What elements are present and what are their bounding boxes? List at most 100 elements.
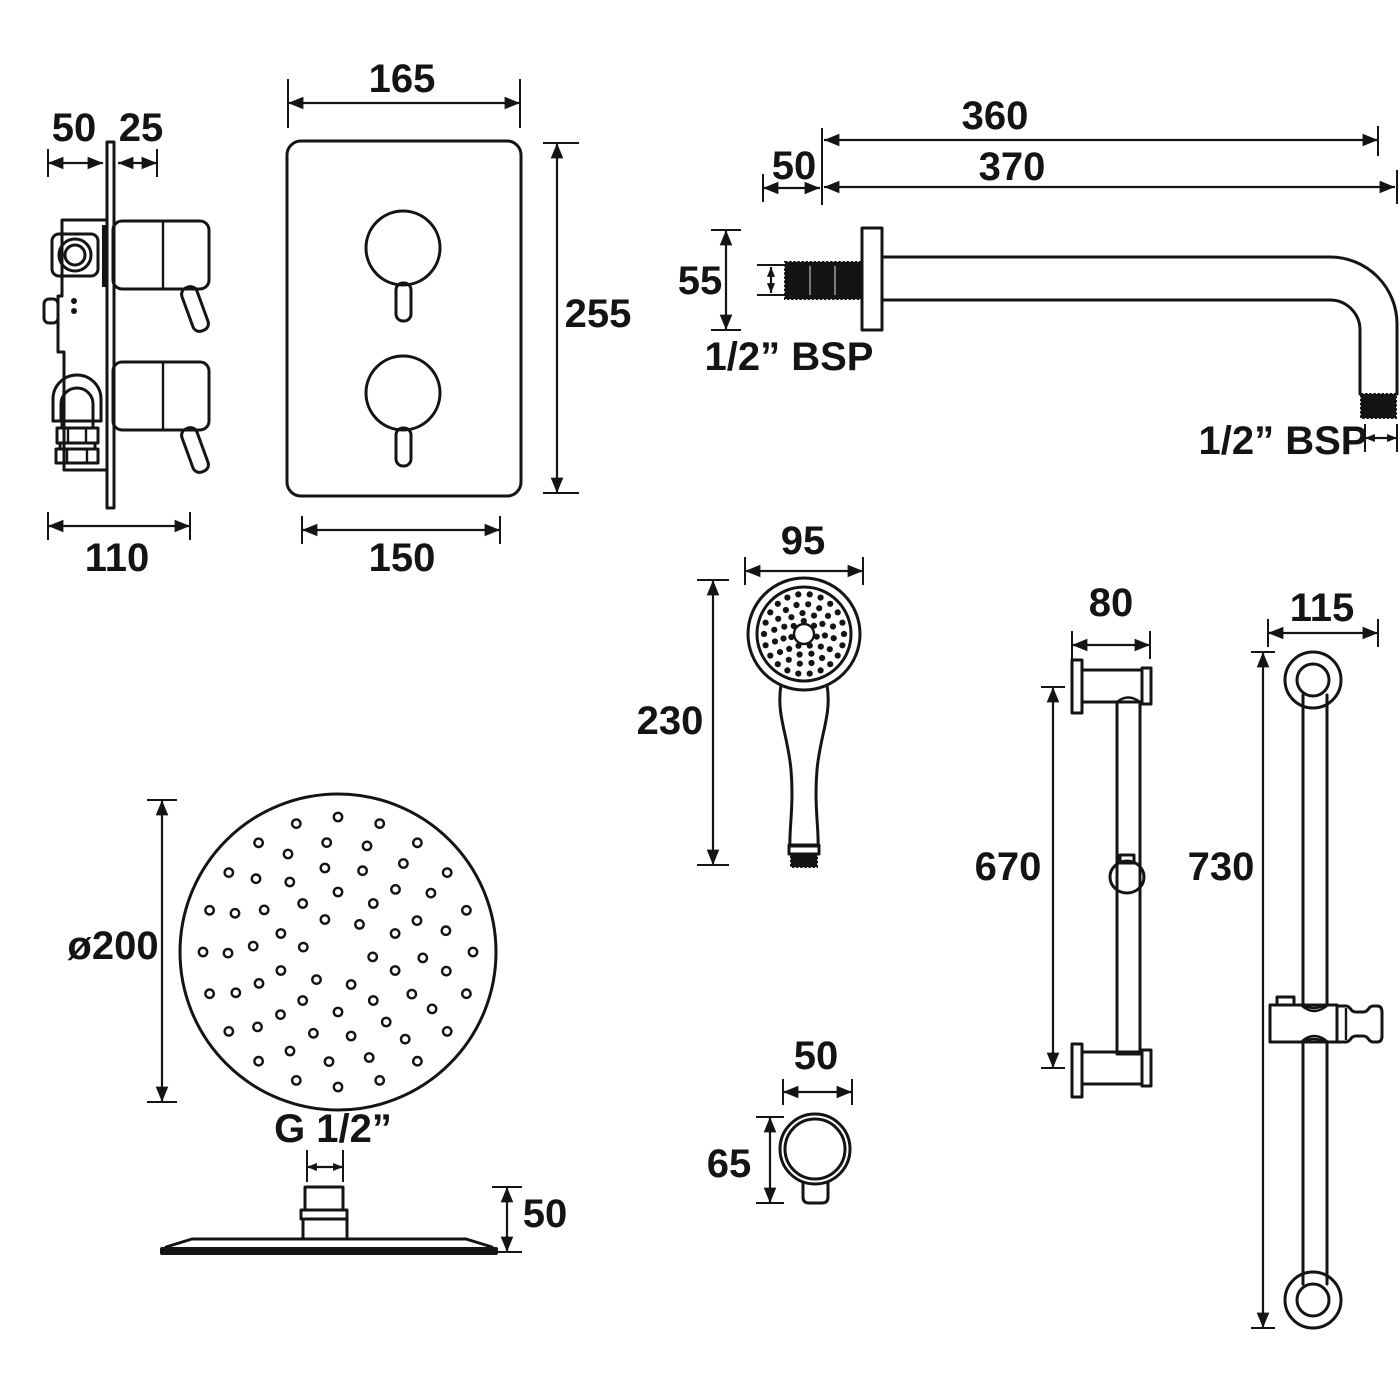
nozzle-dot [311, 974, 322, 985]
dim-230-length: 230 [637, 579, 729, 866]
dim-label: 150 [369, 536, 436, 580]
wall-outlet-elbow: 50 65 [707, 1034, 853, 1205]
nozzle-dot [839, 619, 846, 626]
nozzle-dot [762, 619, 769, 626]
handset-collar [787, 843, 821, 856]
nozzle-dot [817, 643, 824, 650]
nozzle-dot [374, 1075, 386, 1086]
elbow-fitting [51, 373, 103, 465]
dim-110-body-depth: 110 [47, 512, 191, 580]
nozzle-dot [808, 659, 815, 667]
dim-25-front-depth: 25 [118, 106, 163, 177]
nozzle-dot [806, 670, 813, 677]
arm-tube-inner [880, 298, 1362, 396]
side-tab [42, 297, 60, 325]
nozzle-dot [774, 661, 781, 668]
nozzle-dot [397, 858, 409, 869]
nozzle-dot [297, 898, 309, 909]
nozzle-dot [399, 1033, 411, 1045]
nozzle-dot [840, 630, 848, 638]
nozzle-dot [795, 670, 802, 677]
dim-label: ø200 [67, 924, 158, 968]
nozzle-dot [806, 591, 813, 598]
dim-50-behind-wall: 50 [47, 106, 103, 177]
nozzle-dot [780, 635, 787, 642]
dim-label: 255 [565, 292, 632, 336]
handset-thread [790, 853, 818, 868]
nozzle-dot [788, 634, 795, 641]
outlet-thread-label: 1/2” BSP [1199, 419, 1368, 463]
nozzle-dot [411, 1055, 423, 1067]
nozzle-dot [197, 946, 209, 958]
nozzle-dot [806, 642, 813, 649]
shower-head-face [178, 792, 498, 1112]
nozzle-dot [345, 1030, 357, 1042]
nozzle-dot [297, 995, 309, 1006]
dim-label: 50 [772, 144, 817, 188]
dim-200-diameter: ø200 [67, 799, 177, 1103]
wall-flange [860, 226, 884, 332]
nozzle-dot [275, 965, 287, 976]
nozzle-dot [771, 626, 778, 633]
nozzle-dot [275, 1009, 286, 1020]
dim-95-head-width: 95 [744, 519, 864, 585]
shower-head-side-profile [160, 1185, 498, 1255]
nozzle-dot [321, 837, 333, 848]
rail-tube-profile [1115, 700, 1142, 1056]
inlet-thread [784, 261, 862, 300]
nozzle-dot [253, 1055, 265, 1067]
nozzle-dot [361, 840, 373, 852]
dim-370-overall: 370 [824, 145, 1398, 204]
nozzle-dot [830, 635, 837, 642]
dim-label: 360 [962, 94, 1029, 138]
nozzle-dot [290, 1075, 302, 1086]
dim-label: 50 [52, 106, 97, 150]
lever [394, 281, 413, 323]
nozzle-dot [253, 978, 265, 989]
handset-centre-hole [792, 622, 816, 646]
dim-65-outlet-height: 65 [707, 1116, 784, 1204]
handset-front-view: 95 230 [637, 519, 864, 868]
nozzle-dot [345, 979, 357, 990]
dim-label: 95 [781, 519, 826, 563]
nozzle-dot [834, 652, 841, 659]
nozzle-dot [762, 642, 769, 649]
dim-115-width: 115 [1267, 586, 1379, 647]
valve-front-view: 165 255 150 [285, 57, 632, 580]
nozzle-dot [275, 928, 287, 939]
nozzle-dot [810, 622, 818, 629]
nozzle-dot [374, 818, 386, 829]
nozzle-dot [817, 667, 824, 674]
dim-670-length: 670 [975, 686, 1065, 1069]
nozzle-dot [223, 1026, 235, 1037]
dim-label: 115 [1290, 586, 1355, 630]
inlet-thread-label: 1/2” BSP [705, 335, 874, 379]
nozzle-dot [817, 594, 824, 601]
rail-bottom-ring-mount [1283, 1270, 1343, 1330]
inlet-port [50, 232, 100, 278]
handset-handle [778, 683, 830, 848]
dim-label: 80 [1089, 581, 1134, 625]
nozzle-dot [367, 898, 379, 909]
nozzle-dot [810, 612, 818, 619]
nozzle-dot [284, 876, 296, 888]
nozzle-dot [795, 591, 802, 598]
nozzle-dot [816, 605, 823, 612]
detail-dot [71, 308, 77, 314]
nozzle-dot [323, 1056, 335, 1068]
nozzle-dot [222, 947, 234, 959]
nozzle-dot [839, 642, 846, 649]
nozzle-dot [389, 928, 401, 939]
nozzle-dot [250, 873, 262, 885]
thread-callout-g12: G 1/2” [274, 1107, 392, 1182]
nozzle-dot [332, 1006, 344, 1018]
dim-50-wall-offset: 50 [762, 128, 823, 205]
outlet-escutcheon-outer [778, 1112, 852, 1186]
nozzle-dot [440, 965, 452, 977]
dim-50-outlet-width: 50 [782, 1034, 853, 1105]
dim-label: 65 [707, 1142, 752, 1186]
dim-label: 110 [85, 536, 150, 580]
dim-50-head-height: 50 [492, 1186, 567, 1253]
dim-label: 370 [979, 145, 1046, 189]
